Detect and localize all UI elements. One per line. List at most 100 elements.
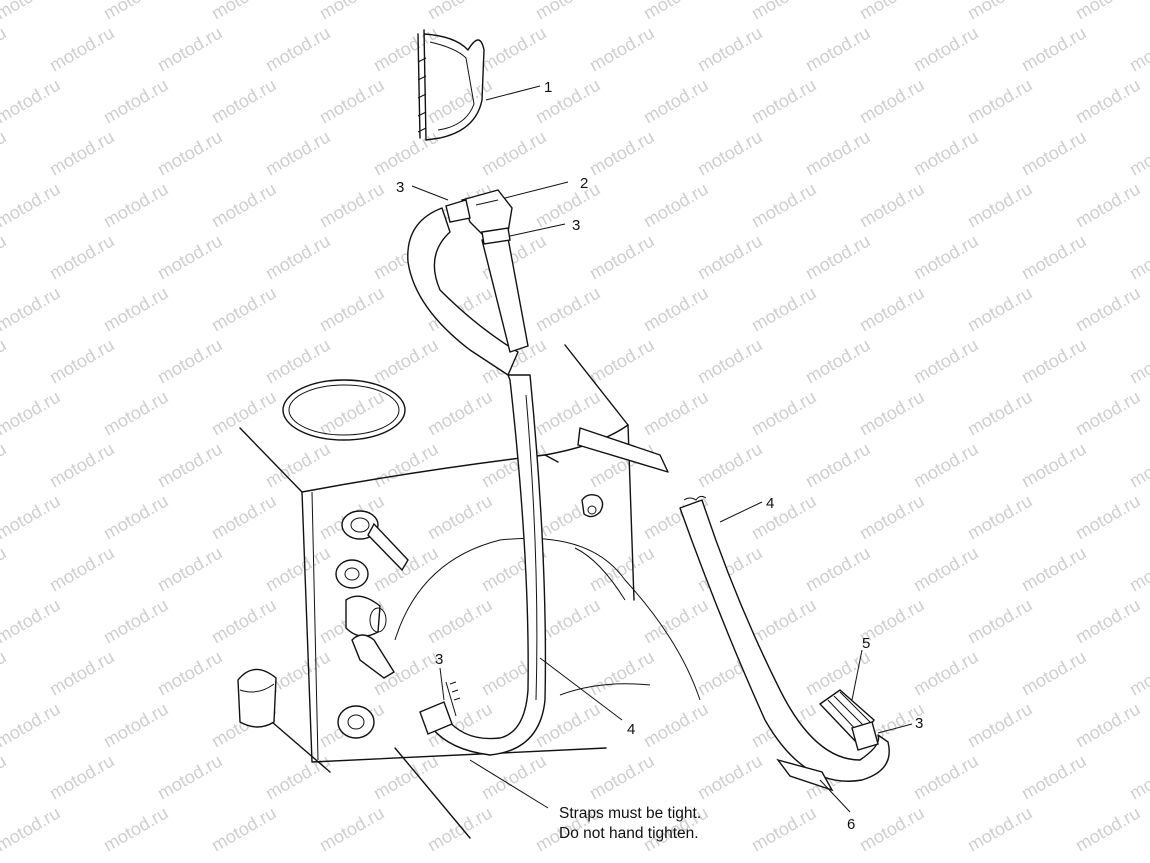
watermark-text: motod.ru [1126, 127, 1150, 180]
watermark-text: motod.ru [424, 803, 496, 856]
watermark-text: motod.ru [586, 751, 658, 804]
watermark-text: motod.ru [694, 231, 766, 284]
watermark-text: motod.ru [154, 23, 226, 76]
watermark-text: motod.ru [46, 647, 118, 700]
watermark-text: motod.ru [640, 595, 712, 648]
watermark-text: motod.ru [1126, 231, 1150, 284]
watermark-text: motod.ru [910, 439, 982, 492]
watermark-text: motod.ru [424, 0, 496, 23]
watermark-text: motod.ru [586, 543, 658, 596]
watermark-text: motod.ru [154, 647, 226, 700]
watermark-text: motod.ru [154, 543, 226, 596]
watermark-text: motod.ru [964, 0, 1036, 23]
watermark-text: motod.ru [532, 283, 604, 336]
watermark-text: motod.ru [316, 283, 388, 336]
note-line-2: Do not hand tighten. [559, 825, 699, 842]
watermark-text: motod.ru [1126, 23, 1150, 76]
installation-note: Straps must be tight. Do not hand tighte… [559, 805, 701, 842]
watermark-text: motod.ru [748, 179, 820, 232]
watermark-text: motod.ru [1072, 595, 1144, 648]
upper-hose-assembly [407, 189, 529, 376]
watermark-text: motod.ru [1018, 543, 1090, 596]
watermark-text: motod.ru [1126, 647, 1150, 700]
watermark-text: motod.ru [100, 699, 172, 752]
right-hose [679, 495, 890, 792]
watermark-text: motod.ru [694, 23, 766, 76]
watermark-text: motod.ru [0, 179, 64, 232]
watermark-text: motod.ru [1126, 439, 1150, 492]
watermark-text: motod.ru [802, 439, 874, 492]
watermark-text: motod.ru [748, 75, 820, 128]
watermark-text: motod.ru [964, 699, 1036, 752]
watermark-text: motod.ru [0, 751, 10, 804]
watermark-text: motod.ru [0, 75, 64, 128]
watermark-text: motod.ru [694, 335, 766, 388]
watermark-text: motod.ru [100, 387, 172, 440]
watermark-text: motod.ru [802, 127, 874, 180]
watermark-text: motod.ru [748, 803, 820, 856]
callout-4-middle: 4 [627, 721, 635, 738]
watermark-text: motod.ru [1018, 231, 1090, 284]
watermark-text: motod.ru [1018, 127, 1090, 180]
callout-3-bottom-right: 3 [915, 715, 923, 732]
watermark-text: motod.ru [640, 179, 712, 232]
watermark-text: motod.ru [478, 751, 550, 804]
watermark-text: motod.ru [964, 75, 1036, 128]
watermark-text: motod.ru [586, 127, 658, 180]
watermark-text: motod.ru [100, 595, 172, 648]
callout-5: 5 [862, 635, 870, 652]
watermark-text: motod.ru [424, 75, 496, 128]
watermark-text: motod.ru [316, 75, 388, 128]
watermark-text: motod.ru [208, 0, 280, 23]
watermark-text: motod.ru [424, 491, 496, 544]
watermark-text: motod.ru [262, 751, 334, 804]
note-line-1: Straps must be tight. [559, 805, 701, 822]
watermark-text: motod.ru [802, 231, 874, 284]
watermark-text: motod.ru [532, 0, 604, 23]
watermark-text: motod.ru [262, 127, 334, 180]
watermark-text: motod.ru [0, 127, 10, 180]
watermark-text: motod.ru [910, 335, 982, 388]
callout-3-bottom-left: 3 [435, 651, 443, 668]
watermark-text: motod.ru [1126, 543, 1150, 596]
watermark-text: motod.ru [100, 75, 172, 128]
callout-1: 1 [544, 79, 552, 96]
watermark-text: motod.ru [802, 23, 874, 76]
watermark-text: motod.ru [1072, 387, 1144, 440]
watermark-text: motod.ru [0, 0, 64, 23]
watermark-text: motod.ru [0, 231, 10, 284]
callouts: 1 2 3 3 3 3 4 4 5 6 [396, 79, 923, 833]
watermark-text: motod.ru [262, 543, 334, 596]
watermark-text: motod.ru [694, 751, 766, 804]
watermark-text: motod.ru [0, 595, 64, 648]
watermark-text: motod.ru [640, 283, 712, 336]
watermark-text: motod.ru [262, 231, 334, 284]
watermark-text: motod.ru [208, 283, 280, 336]
watermark-text: motod.ru [910, 231, 982, 284]
watermark-text: motod.ru [640, 75, 712, 128]
watermark-text: motod.ru [370, 23, 442, 76]
watermark-text: motod.ru [910, 647, 982, 700]
callout-4-right: 4 [766, 495, 774, 512]
watermark-text: motod.ru [964, 595, 1036, 648]
watermark-text: motod.ru [46, 439, 118, 492]
watermark-text: motod.ru [0, 647, 10, 700]
watermark-text: motod.ru [46, 751, 118, 804]
watermark-text: motod.ru [0, 543, 10, 596]
watermark-text: motod.ru [1072, 75, 1144, 128]
watermark-text: motod.ru [154, 127, 226, 180]
watermark-text: motod.ru [910, 751, 982, 804]
watermark-text: motod.ru [0, 491, 64, 544]
watermark-text: motod.ru [1072, 179, 1144, 232]
watermark-text: motod.ru [0, 699, 64, 752]
watermark-text: motod.ru [316, 803, 388, 856]
watermark-text: motod.ru [1072, 699, 1144, 752]
watermark-text: motod.ru [748, 491, 820, 544]
watermark-text: motod.ru [424, 595, 496, 648]
watermark-text: motod.ru [46, 231, 118, 284]
watermark-text: motod.ru [910, 23, 982, 76]
watermark-text: motod.ru [964, 179, 1036, 232]
tank-fittings [237, 510, 409, 739]
